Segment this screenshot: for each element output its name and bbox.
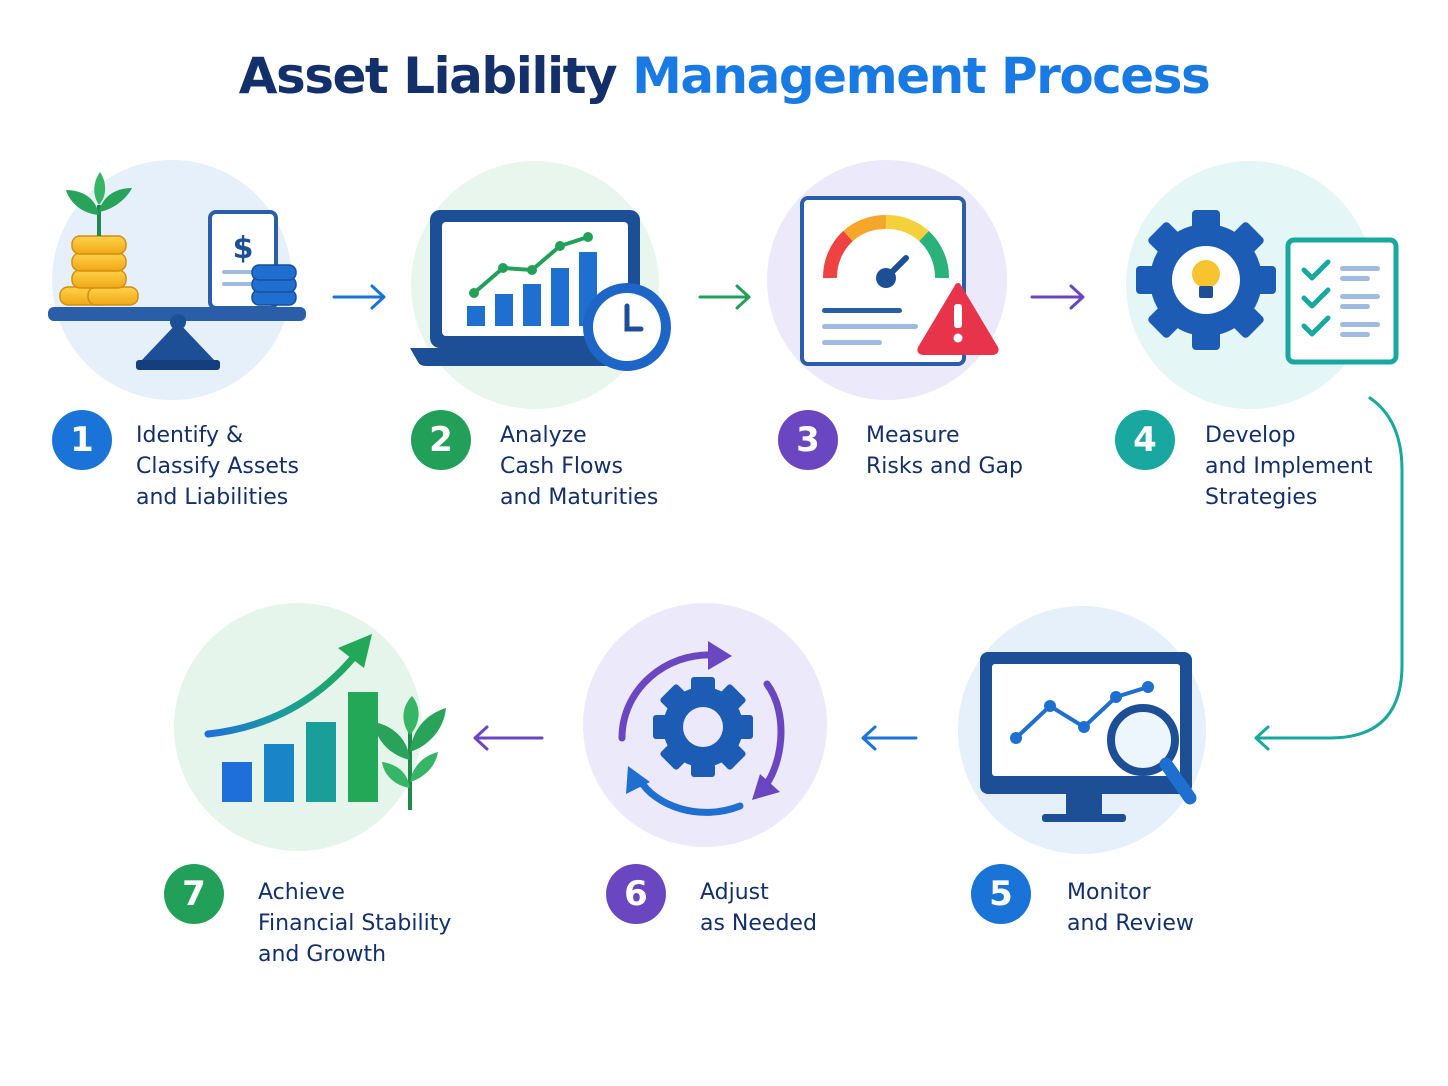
arrow-6-to-7 <box>473 725 544 751</box>
step-7-line-3: and Growth <box>258 942 387 967</box>
title-part-2: Management Process <box>632 47 1211 105</box>
step-3-line-1: Measure <box>866 423 960 448</box>
step-1-badge: 1 <box>52 410 112 470</box>
laptop-chart-clock-icon <box>410 161 671 409</box>
step-6-line-2: as Needed <box>700 911 817 936</box>
step-2-line-3: and Maturities <box>500 485 659 510</box>
step-4-line-2: and Implement <box>1205 454 1373 479</box>
step-4-line-1: Develop <box>1205 423 1296 448</box>
step-2-label: Analyze Cash Flows and Maturities <box>500 420 658 513</box>
step-3-badge: 3 <box>778 410 838 470</box>
gear-lightbulb-checklist-icon <box>1126 161 1399 409</box>
step-2-line-2: Cash Flows <box>500 454 623 479</box>
step-6-badge: 6 <box>606 864 666 924</box>
step-5-badge: 5 <box>971 864 1031 924</box>
page-title: Asset Liability Management Process <box>0 44 1448 108</box>
step-6-label: Adjust as Needed <box>700 877 817 939</box>
arrow-2-to-3 <box>698 284 751 310</box>
arrow-5-to-6 <box>861 725 918 751</box>
arrow-1-to-2 <box>332 284 386 310</box>
title-part-1: Asset Liability <box>238 47 618 105</box>
step-3-label: Measure Risks and Gap <box>866 420 1023 482</box>
step-1-line-3: and Liabilities <box>136 485 289 510</box>
step-7-line-1: Achieve <box>258 880 345 905</box>
step-1-label: Identify & Classify Assets and Liabiliti… <box>136 420 299 513</box>
step-4-badge: 4 <box>1115 410 1175 470</box>
arrow-3-to-4 <box>1030 284 1085 310</box>
balance-scale-icon: $ <box>48 160 306 400</box>
growth-chart-plant-icon <box>174 603 446 851</box>
step-5-line-1: Monitor <box>1067 880 1151 905</box>
step-7-badge: 7 <box>164 864 224 924</box>
step-7-line-2: Financial Stability <box>258 911 452 936</box>
svg-text:$: $ <box>233 231 254 266</box>
gear-cycle-icon <box>583 603 827 847</box>
step-5-line-2: and Review <box>1067 911 1194 936</box>
step-4-label: Develop and Implement Strategies <box>1205 420 1372 513</box>
arrow-4-to-5 <box>1254 396 1404 751</box>
step-6-line-1: Adjust <box>700 880 769 905</box>
step-1-line-2: Classify Assets <box>136 454 299 479</box>
step-7-label: Achieve Financial Stability and Growth <box>258 877 451 970</box>
step-4-line-3: Strategies <box>1205 485 1318 510</box>
step-3-line-2: Risks and Gap <box>866 454 1023 479</box>
step-2-line-1: Analyze <box>500 423 587 448</box>
step-2-badge: 2 <box>411 410 471 470</box>
monitor-magnifier-icon <box>958 606 1206 854</box>
gauge-warning-icon <box>767 160 1007 400</box>
step-5-label: Monitor and Review <box>1067 877 1194 939</box>
step-1-line-1: Identify & <box>136 423 244 448</box>
